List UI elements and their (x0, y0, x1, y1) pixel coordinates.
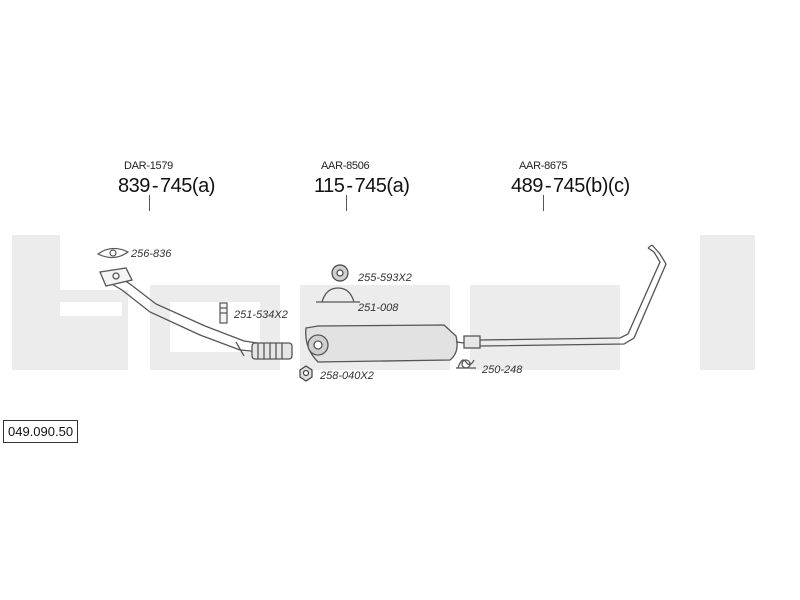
leader-line (149, 195, 150, 211)
label-nut: 258-040X2 (320, 370, 374, 382)
code-hyphen: - (151, 175, 159, 197)
rear-pipe (463, 244, 667, 349)
middle-silencer (305, 324, 465, 363)
part-code-rear: 489-745(b)(c) (511, 175, 630, 198)
code-hyphen: - (544, 175, 552, 197)
code-a: 115 (314, 175, 345, 197)
label-center-clamp: 251-008 (358, 302, 399, 314)
part-code-front: 839-745(a) (118, 175, 215, 198)
gasket-part (96, 247, 130, 259)
rear-clamp-part (456, 359, 476, 369)
code-hyphen: - (346, 175, 353, 197)
label-bolt: 251-534X2 (234, 309, 288, 321)
code-b: 745(b)(c) (553, 175, 630, 197)
front-pipe (99, 267, 293, 360)
bolt-part (219, 302, 228, 324)
part-ref-rear: AAR-8675 (519, 160, 568, 172)
code-a: 839 (118, 175, 150, 197)
label-rubber-mount: 255-593X2 (358, 272, 412, 284)
code-a: 489 (511, 175, 543, 197)
rubber-mount-part (331, 264, 349, 282)
part-ref-front: DAR-1579 (124, 160, 173, 172)
label-rear-clamp: 250-248 (482, 364, 523, 376)
label-gasket: 256-836 (131, 248, 172, 260)
diagram-number: 049.090.50 (3, 420, 79, 443)
code-b: 745(a) (354, 175, 410, 197)
center-clamp-part (316, 287, 360, 303)
part-code-center: 115-745(a) (314, 175, 410, 198)
leader-line (543, 195, 544, 211)
code-b: 745(a) (160, 175, 215, 197)
leader-line (346, 195, 347, 211)
nut-part (299, 365, 313, 382)
part-ref-center: AAR-8506 (321, 160, 370, 172)
